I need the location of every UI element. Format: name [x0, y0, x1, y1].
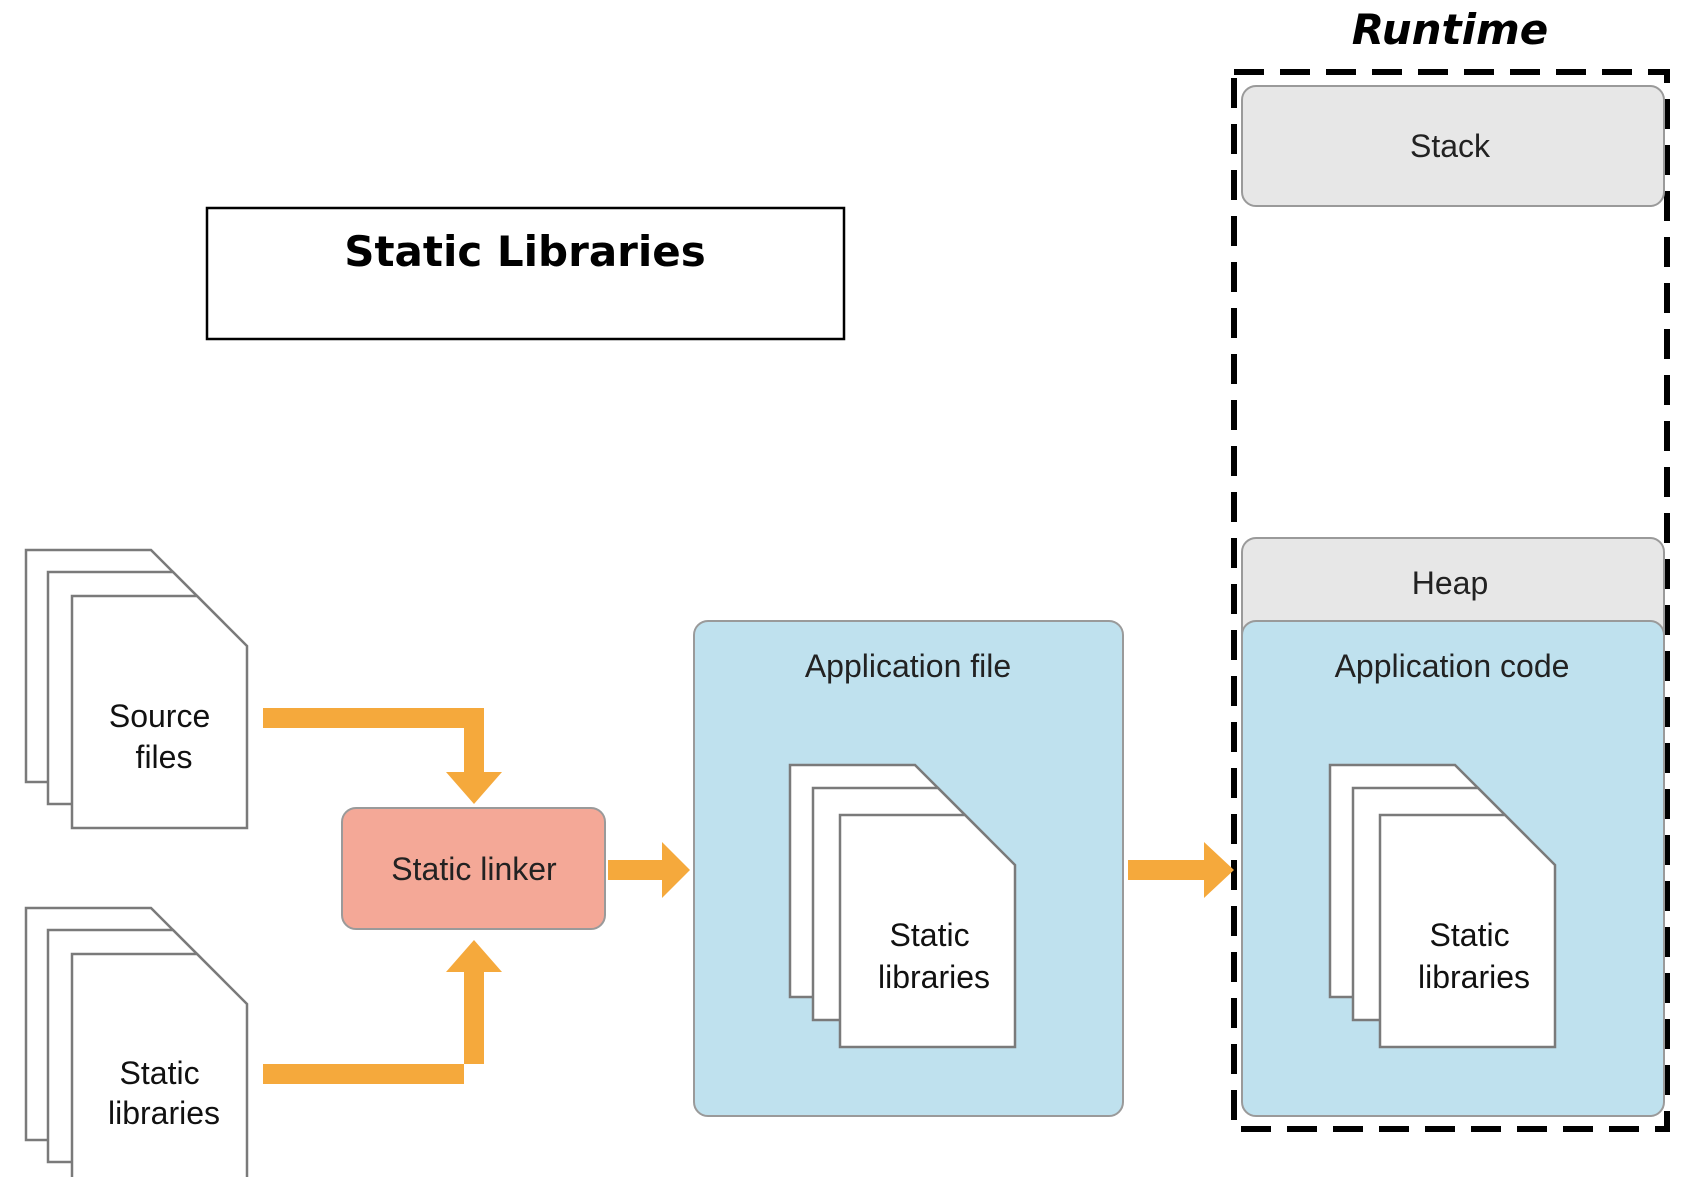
heap-label: Heap — [1412, 565, 1489, 601]
input-static-libraries-line2: libraries — [108, 1095, 220, 1131]
stack-block: Stack — [1241, 85, 1665, 207]
static-linker-label: Static linker — [391, 851, 557, 887]
title-box: Static Libraries — [205, 206, 846, 341]
runtime-label: Runtime — [1352, 5, 1549, 54]
input-static-libraries-doc-stack: Static libraries — [24, 906, 249, 1177]
source-files-line2: files — [136, 739, 193, 775]
application-code-block: Application code Static libraries — [1241, 620, 1665, 1117]
app-code-libraries-line1: Static — [1430, 917, 1510, 953]
app-file-libraries-line1: Static — [890, 917, 970, 953]
static-linker-block: Static linker — [341, 807, 606, 930]
stack-label: Stack — [1410, 128, 1491, 164]
app-code-libraries-doc-stack: Static libraries — [1328, 763, 1557, 1049]
svg-text:Static libraries: Static libraries — [878, 917, 990, 995]
input-static-libraries-line1: Static — [120, 1055, 200, 1091]
runtime-container — [1231, 69, 1670, 1132]
source-files-doc-stack: Source files — [24, 548, 249, 830]
app-file-libraries-line2: libraries — [878, 959, 990, 995]
source-files-line1: Source — [109, 698, 210, 734]
svg-text:Static libraries: Static libraries — [108, 1055, 220, 1131]
arrow-application-to-runtime — [1128, 842, 1234, 898]
app-code-libraries-line2: libraries — [1418, 959, 1530, 995]
arrow-linker-to-application-file — [608, 842, 690, 898]
svg-text:Source files: Source files — [109, 698, 219, 775]
svg-text:Static libraries: Static libraries — [1418, 917, 1530, 995]
diagram-title: Static Libraries — [344, 227, 706, 276]
app-file-libraries-doc-stack: Static libraries — [788, 763, 1017, 1049]
application-file-label: Application file — [805, 648, 1011, 684]
arrow-libraries-to-linker — [263, 940, 502, 1084]
application-code-label: Application code — [1335, 648, 1570, 684]
arrow-source-to-linker — [263, 708, 502, 804]
application-file-block: Application file Static libraries — [693, 620, 1124, 1117]
